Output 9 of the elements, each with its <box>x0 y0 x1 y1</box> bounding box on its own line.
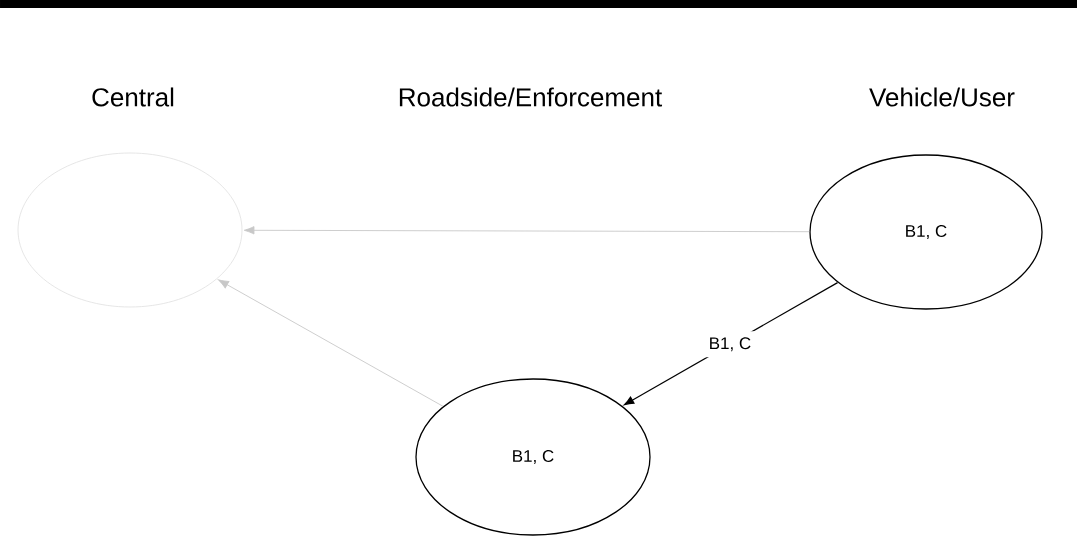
column-heading: Central <box>92 87 174 107</box>
empty-ellipse <box>17 152 243 308</box>
ellipse-node: B1, C <box>415 378 651 536</box>
arrow <box>218 279 444 407</box>
edge-label: B1, C <box>710 337 751 352</box>
arrow <box>243 226 810 235</box>
column-heading: Vehicle/User <box>869 87 1015 107</box>
ellipse-node: B1, C <box>809 154 1043 310</box>
column-heading: Roadside/Enforcement <box>399 87 662 107</box>
